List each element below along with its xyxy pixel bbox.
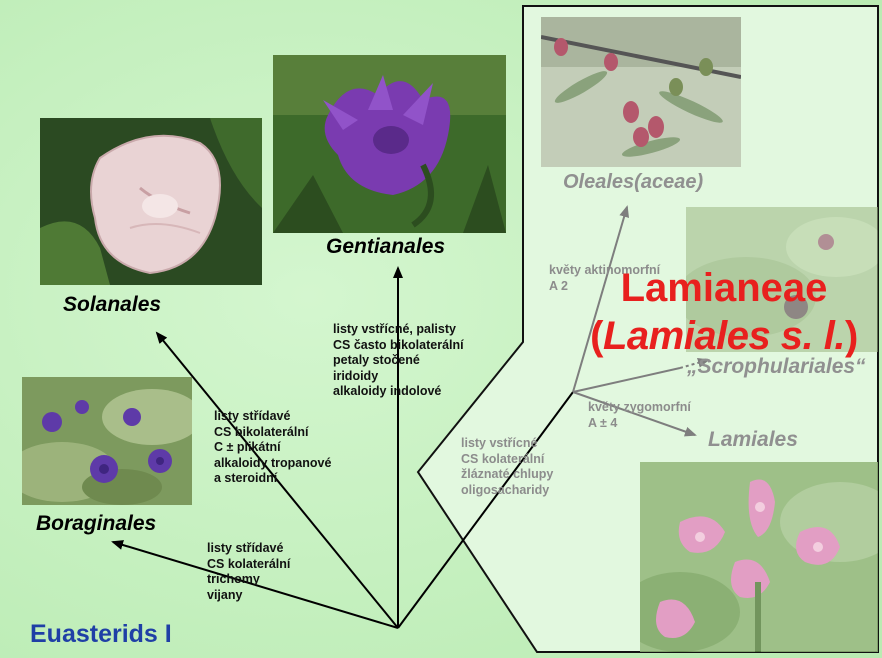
trait-line: žláznaté chlupy	[461, 467, 553, 483]
traits-lamiales: květy zygomorfní A ± 4	[588, 400, 691, 431]
traits-lamianeae: listy vstřícné CS kolaterální žláznaté c…	[461, 436, 553, 498]
paren-open: (	[590, 314, 603, 358]
trait-line: trichomy	[207, 572, 290, 588]
trait-line: listy střídavé	[214, 409, 331, 425]
lamianeae-title-line1: Lamianeae	[621, 266, 828, 310]
lamiales-s-l: Lamiales s. l.	[603, 314, 845, 358]
trait-line: oligosacharidy	[461, 483, 553, 499]
trait-line: a steroidní	[214, 471, 331, 487]
paren-close: )	[845, 314, 858, 358]
label-oleales: Oleales(aceae)	[563, 171, 703, 194]
trait-line: alkaloidy tropanové	[214, 456, 331, 472]
trait-line: listy vstřícné	[461, 436, 553, 452]
trait-line: květy zygomorfní	[588, 400, 691, 416]
trait-line: CS kolaterální	[207, 557, 290, 573]
gentianales-photo	[273, 55, 506, 233]
boraginales-photo	[22, 377, 192, 505]
label-solanales: Solanales	[63, 293, 161, 317]
lamianeae-title: Lamianeae (Lamiales s. l.)	[565, 264, 882, 360]
lamianeae-title-line2: (Lamiales s. l.)	[565, 312, 882, 360]
label-lamiales: Lamiales	[708, 428, 798, 452]
trait-line: listy vstřícné, palisty	[333, 322, 464, 338]
solanales-photo	[40, 118, 262, 285]
trait-line: petaly stočené	[333, 353, 464, 369]
oleales-photo	[541, 17, 741, 167]
trait-line: listy střídavé	[207, 541, 290, 557]
trait-line: CS bikolaterální	[214, 425, 331, 441]
trait-line: CS kolaterální	[461, 452, 553, 468]
trait-line: A ± 4	[588, 416, 691, 432]
label-gentianales: Gentianales	[326, 235, 445, 259]
label-boraginales: Boraginales	[36, 512, 156, 536]
clade-label: Euasterids I	[30, 620, 172, 649]
trait-line: alkaloidy indolové	[333, 384, 464, 400]
lamiales-photo	[640, 462, 878, 652]
trait-line: iridoidy	[333, 369, 464, 385]
trait-line: vijany	[207, 588, 290, 604]
traits-boraginales: listy střídavé CS kolaterální trichomy v…	[207, 541, 290, 603]
traits-solanales: listy střídavé CS bikolaterální C ± plik…	[214, 409, 331, 487]
trait-line: C ± plikátní	[214, 440, 331, 456]
traits-gentianales: listy vstřícné, palisty CS často bikolat…	[333, 322, 464, 400]
trait-line: CS často bikolaterální	[333, 338, 464, 354]
